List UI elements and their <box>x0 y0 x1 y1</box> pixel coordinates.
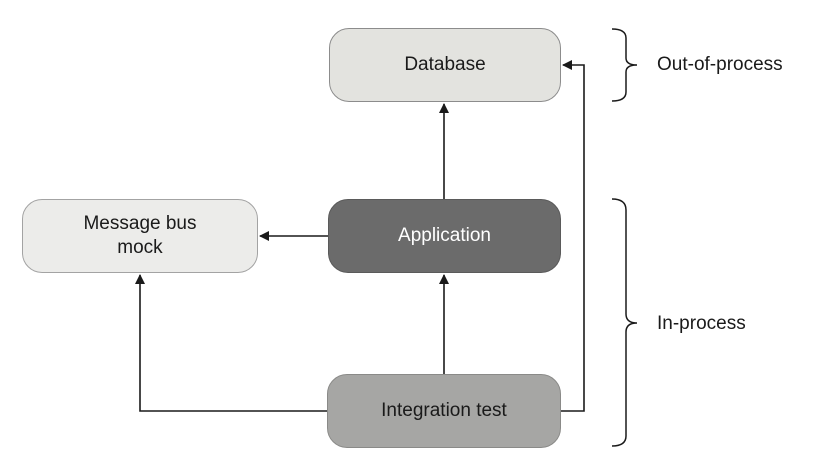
in-process-label: In-process <box>657 313 746 334</box>
message-bus-mock-label: Message bus mock <box>83 213 197 258</box>
in-process-brace <box>611 198 638 447</box>
application-label: Application <box>398 225 491 246</box>
integration-test-label: Integration test <box>381 400 507 421</box>
edge-test-to-database <box>561 60 585 412</box>
out-of-process-brace <box>611 28 638 102</box>
message-bus-mock-node: Message bus mock <box>22 199 258 273</box>
integration-test-node: Integration test <box>327 374 561 448</box>
application-node: Application <box>328 199 561 273</box>
edge-test-to-mock <box>135 274 327 412</box>
database-node: Database <box>329 28 561 102</box>
out-of-process-label: Out-of-process <box>657 54 783 75</box>
database-label: Database <box>404 54 486 75</box>
